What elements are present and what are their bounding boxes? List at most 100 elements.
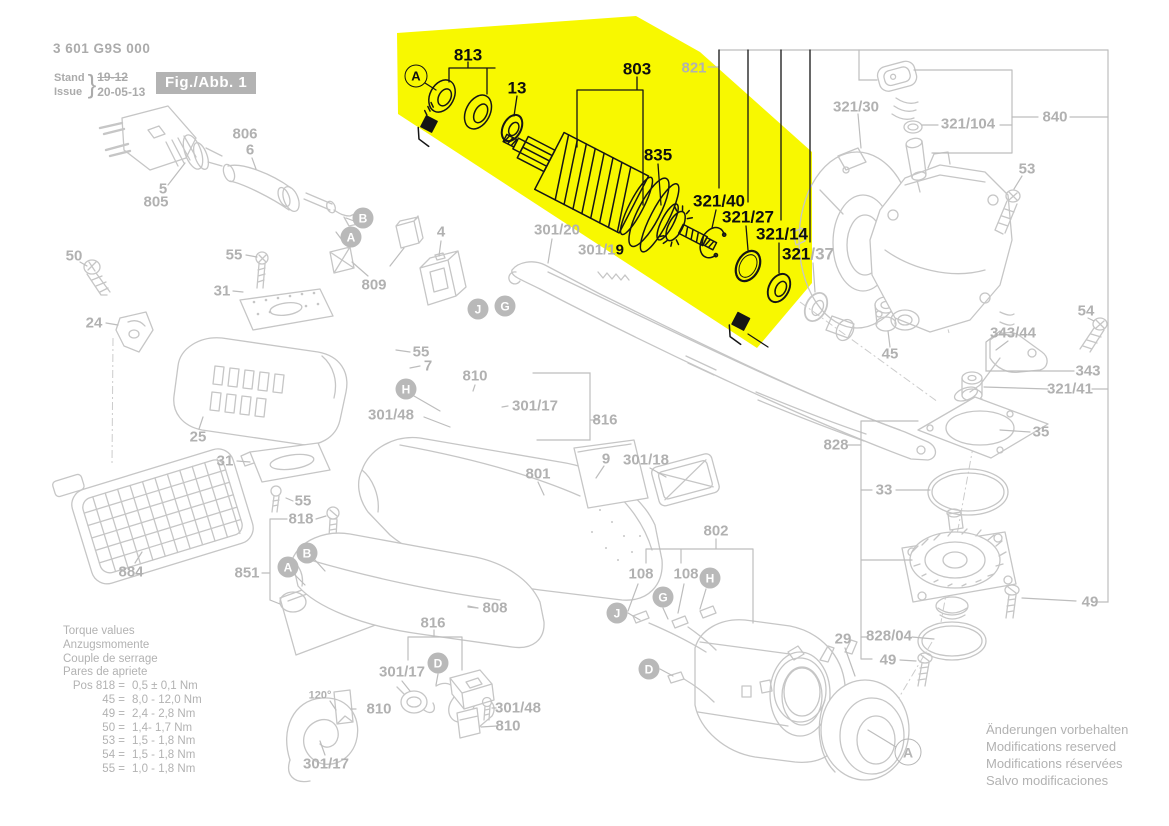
part-label-301-17: 301/17 (512, 397, 558, 415)
part-label-321-41: 321/41 (1047, 380, 1093, 398)
part-label-810: 810 (495, 717, 521, 735)
highlight-region (397, 16, 812, 348)
part-label-808: 808 (482, 599, 508, 617)
letter-marker-A: A (404, 64, 428, 88)
part-label-884: 884 (118, 563, 144, 581)
part-label-301-17: 301/17 (379, 663, 425, 681)
part-label-828: 828 (823, 436, 849, 454)
letter-marker-D: D (638, 658, 660, 680)
footer-note-line: Salvo modificaciones (986, 773, 1109, 788)
part-label-6: 6 (245, 141, 255, 159)
part-label-55: 55 (294, 492, 312, 510)
part-label-321-27: 321/27 (722, 207, 774, 227)
letter-marker-G: G (494, 295, 516, 317)
part-label-55: 55 (412, 343, 430, 361)
letter-marker-B: B (352, 207, 374, 229)
part-label-54: 54 (1077, 302, 1095, 320)
part-label-343: 343 (1075, 362, 1101, 380)
part-label-343-44: 343/44 (990, 324, 1036, 342)
part-label-35: 35 (1032, 423, 1050, 441)
part-label-50: 50 (65, 247, 83, 265)
part-label-301-48: 301/48 (495, 699, 541, 717)
part-label-5: 5 (158, 180, 168, 198)
part-label-4: 4 (436, 223, 446, 241)
letter-marker-G: G (652, 586, 674, 608)
part-label-301-19: 301/19 (578, 241, 624, 259)
part-label-53: 53 (1018, 160, 1036, 178)
part-label-31: 31 (216, 452, 234, 470)
letter-marker-A: A (340, 226, 362, 248)
part-label-802: 802 (703, 522, 729, 540)
part-label-7: 7 (423, 357, 433, 375)
letter-marker-J: J (606, 602, 628, 624)
footer-note-line: Modifications reserved (986, 739, 1117, 754)
letter-marker-B: B (296, 542, 318, 564)
footer-note-line: Änderungen vorbehalten (986, 722, 1129, 737)
part-label-805: 805 (143, 193, 169, 211)
part-label-301-48: 301/48 (368, 406, 414, 424)
part-label-108: 108 (673, 565, 699, 583)
issue-date: 20-05-13 (97, 85, 146, 99)
letter-marker-H: H (699, 567, 721, 589)
part-label-24: 24 (85, 314, 103, 332)
part-label-120-: 120° (308, 689, 332, 702)
part-label-301-17: 301/17 (303, 755, 349, 773)
part-label-45: 45 (881, 345, 899, 363)
part-label-108: 108 (628, 565, 654, 583)
superseded-issue: 19-12 (97, 70, 128, 84)
part-label-33: 33 (875, 481, 893, 499)
part-label-810: 810 (462, 367, 488, 385)
part-label-49: 49 (1081, 593, 1099, 611)
torque-row: 54 =1,5 - 1,8 Nm (102, 749, 196, 762)
torque-header-line: Torque values (63, 625, 135, 637)
part-label-851: 851 (234, 564, 260, 582)
part-label-816: 816 (420, 614, 446, 632)
torque-header-line: Couple de serrage (63, 652, 158, 665)
torque-row: 45 =8,0 - 12,0 Nm (102, 693, 202, 706)
part-label-803: 803 (622, 59, 652, 79)
part-label-55: 55 (225, 246, 243, 264)
part-label-816: 816 (592, 411, 618, 429)
torque-row: 50 =1,4- 1,7 Nm (102, 721, 193, 734)
torque-header-line: Pares de apriete (63, 666, 148, 679)
part-label-29: 29 (834, 630, 852, 648)
footer-note-line: Modifications réservées (986, 756, 1123, 771)
part-label-301-18: 301/18 (623, 451, 669, 469)
gray-parts (52, 60, 1108, 783)
part-label-818: 818 (288, 510, 314, 528)
part-label-828-04: 828/04 (866, 627, 912, 645)
part-label-25: 25 (189, 428, 207, 446)
part-label-801: 801 (525, 465, 551, 483)
letter-marker-D: D (427, 652, 449, 674)
part-label-13: 13 (507, 78, 527, 98)
torque-header-line: Anzugsmomente (63, 638, 150, 651)
part-label-813: 813 (453, 45, 483, 65)
letter-marker-H: H (395, 378, 417, 400)
part-label-835: 835 (643, 145, 673, 165)
torque-row: 53 =1,5 - 1,8 Nm (102, 735, 196, 748)
part-label-821: 821 (681, 59, 707, 77)
part-label-321-14: 321/14 (756, 224, 808, 244)
part-label-49: 49 (879, 651, 897, 669)
part-label-321-40: 321/40 (693, 191, 745, 211)
letter-marker-A: A (894, 738, 922, 766)
stand-label: Stand (54, 71, 85, 84)
part-label-321-37: 321/37 (781, 244, 835, 264)
part-label-301-20: 301/20 (534, 221, 580, 239)
torque-row: Pos 818 =0,5 ± 0,1 Nm (72, 680, 198, 693)
part-label-321-30: 321/30 (833, 98, 879, 116)
part-label-9: 9 (601, 450, 611, 468)
issue-block: Stand Issue } 19-12 20-05-13 (54, 69, 145, 100)
issue-label: Issue (54, 85, 83, 98)
part-label-806: 806 (232, 125, 258, 143)
part-label-810: 810 (366, 700, 392, 718)
letter-marker-A: A (277, 556, 299, 578)
part-label-31: 31 (213, 282, 231, 300)
torque-row: 55 =1,0 - 1,8 Nm (102, 762, 196, 775)
